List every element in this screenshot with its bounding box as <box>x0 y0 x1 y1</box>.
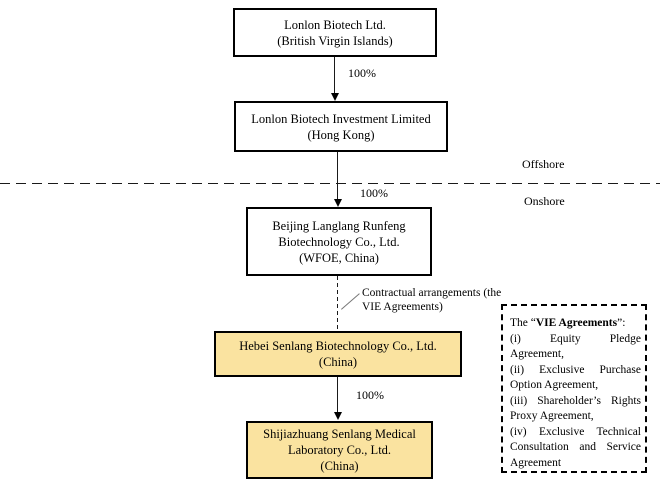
legend-title-suffix: ”: <box>617 317 626 329</box>
ownership-line-parent-to-hk <box>334 57 335 94</box>
ownership-line-hk-to-wfoe <box>337 152 338 200</box>
entity-box-hebei-senlang: Hebei Senlang Biotechnology Co., Ltd. (C… <box>214 331 462 377</box>
entity-jurisdiction: (China) <box>320 459 359 473</box>
ownership-percent-label: 100% <box>360 186 388 200</box>
entity-box-shijiazhuang-senlang: Shijiazhuang Senlang Medical Laboratory … <box>246 421 433 479</box>
entity-box-lonlon-bvi: Lonlon Biotech Ltd. (British Virgin Isla… <box>233 8 437 57</box>
offshore-label: Offshore <box>522 157 565 171</box>
legend-title-prefix: The “ <box>510 317 536 329</box>
legend-item: (i) Equity Pledge Agreement, <box>510 332 641 361</box>
contractual-arrangements-callout: Contractual arrangements (the VIE Agreem… <box>362 287 501 314</box>
entity-name: Shijiazhuang Senlang Medical <box>263 427 416 441</box>
legend-item: (iii) Shareholder’s Rights Proxy Agreeme… <box>510 394 641 423</box>
entity-name: Lonlon Biotech Investment Limited <box>251 111 431 126</box>
arrowhead-down-icon <box>331 93 339 101</box>
legend-item: (ii) Exclusive Purchase Option Agreement… <box>510 363 641 392</box>
callout-text-line: VIE Agreements) <box>362 300 443 313</box>
ownership-percent-label: 100% <box>356 388 384 402</box>
legend-item: (iv) Exclusive Technical Consultation an… <box>510 425 641 469</box>
arrowhead-down-icon <box>334 199 342 207</box>
arrowhead-down-icon <box>334 412 342 420</box>
entity-jurisdiction: (China) <box>318 355 358 369</box>
entity-jurisdiction: (WFOE, China) <box>299 250 379 265</box>
entity-name: Lonlon Biotech Ltd. <box>284 17 386 32</box>
entity-name: Biotechnology Co., Ltd. <box>278 234 400 249</box>
entity-box-lonlon-hk: Lonlon Biotech Investment Limited (Hong … <box>234 101 448 152</box>
callout-text-line: Contractual arrangements (the <box>362 287 502 299</box>
contractual-arrangements-dashed-line <box>337 276 338 331</box>
legend-title-bold: VIE Agreements <box>535 317 618 329</box>
vie-agreements-legend-box: The “VIE Agreements”: (i) Equity Pledge … <box>501 304 647 473</box>
entity-jurisdiction: (British Virgin Islands) <box>277 33 393 48</box>
entity-name: Beijing Langlang Runfeng <box>272 218 406 233</box>
entity-name: Laboratory Co., Ltd. <box>287 443 392 457</box>
entity-box-wfoe: Beijing Langlang Runfeng Biotechnology C… <box>246 207 432 276</box>
onshore-label: Onshore <box>524 194 565 208</box>
entity-jurisdiction: (Hong Kong) <box>307 127 375 142</box>
callout-pointer-line <box>341 293 360 310</box>
offshore-onshore-divider <box>0 183 660 184</box>
ownership-percent-label: 100% <box>348 66 376 80</box>
legend-title: The “VIE Agreements”: <box>510 316 641 332</box>
ownership-line-vie-to-subsidiary <box>337 377 338 413</box>
entity-name: Hebei Senlang Biotechnology Co., Ltd. <box>239 339 437 353</box>
